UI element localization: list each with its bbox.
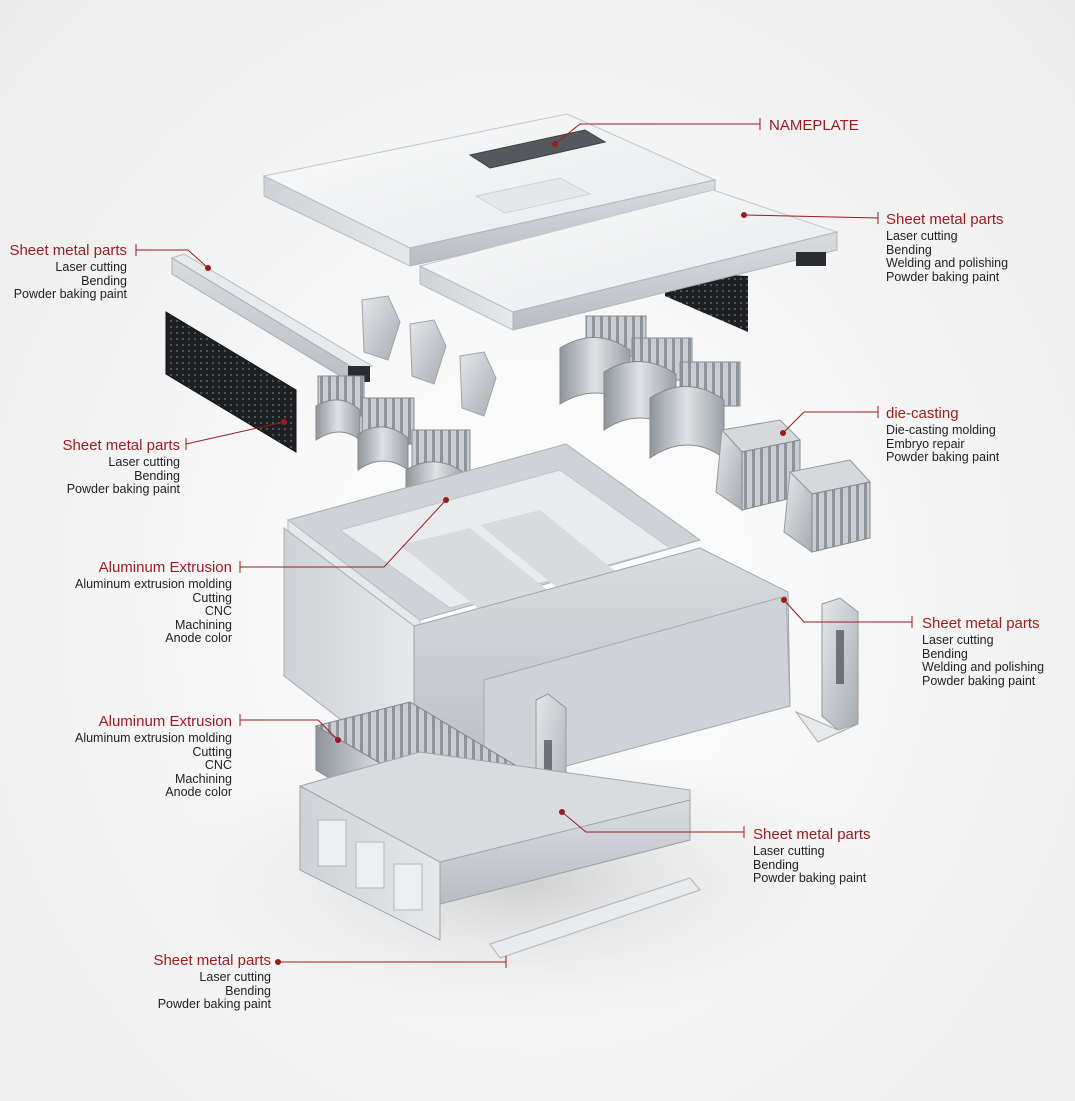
process-step: Bending bbox=[922, 646, 968, 661]
process-step: Bending bbox=[753, 857, 799, 872]
main-chassis bbox=[283, 443, 791, 789]
callout-title: Sheet metal parts bbox=[9, 242, 127, 259]
process-step: Laser cutting bbox=[753, 844, 825, 858]
process-step: Bending bbox=[886, 242, 932, 257]
leader-dots bbox=[205, 141, 787, 965]
process-step: Powder baking paint bbox=[13, 287, 127, 301]
callout-title: Sheet metal parts bbox=[153, 952, 271, 969]
callout-title: Sheet metal parts bbox=[886, 211, 1004, 228]
die-cast-blocks bbox=[715, 419, 871, 553]
process-step: Laser cutting bbox=[199, 970, 271, 984]
process-step: Powder baking paint bbox=[66, 482, 180, 496]
process-step: Bending bbox=[134, 468, 180, 483]
callout-title: Sheet metal parts bbox=[753, 826, 871, 843]
process-step: Anode color bbox=[165, 785, 232, 799]
process-step: Bending bbox=[81, 273, 127, 288]
process-step: Cutting bbox=[192, 744, 232, 759]
leader-lines bbox=[135, 118, 913, 968]
process-step: Powder baking paint bbox=[753, 871, 867, 885]
fan-blades bbox=[361, 295, 497, 417]
callout-nameplate: NAMEPLATE bbox=[769, 116, 859, 136]
callout-title: Aluminum Extrusion bbox=[98, 713, 232, 730]
process-step: Die-casting molding bbox=[886, 423, 996, 437]
process-step: CNC bbox=[204, 604, 232, 618]
process-step: Laser cutting bbox=[886, 229, 958, 243]
process-step: Laser cutting bbox=[922, 633, 994, 647]
nameplate bbox=[468, 129, 607, 169]
process-step: Aluminum extrusion molding bbox=[74, 731, 232, 745]
callout-aluminum-extrusion-lower: Aluminum Extrusion Aluminum extrusion mo… bbox=[75, 712, 232, 800]
process-step: Welding and polishing bbox=[886, 256, 1009, 270]
bottom-strip bbox=[489, 877, 701, 959]
top-cover bbox=[262, 113, 717, 267]
process-step: Powder baking paint bbox=[157, 997, 271, 1011]
bottom-tray bbox=[299, 751, 691, 941]
process-step: Powder baking paint bbox=[886, 269, 1000, 284]
process-step: Bending bbox=[225, 983, 271, 998]
process-step: Machining bbox=[175, 771, 232, 786]
process-step: Powder baking paint bbox=[886, 450, 1000, 464]
callout-title: Sheet metal parts bbox=[922, 615, 1040, 632]
process-step: Embryo repair bbox=[886, 436, 965, 451]
callout-title: Sheet metal parts bbox=[62, 437, 180, 454]
process-step: Cutting bbox=[192, 590, 232, 605]
callout-aluminum-extrusion-upper: Aluminum Extrusion Aluminum extrusion mo… bbox=[75, 558, 232, 646]
right-top-panel bbox=[418, 189, 839, 332]
right-heatsinks bbox=[559, 315, 741, 459]
process-step: Aluminum extrusion molding bbox=[74, 577, 232, 591]
process-step: Powder baking paint bbox=[922, 673, 1036, 688]
process-step: Anode color bbox=[165, 631, 232, 645]
process-step: Welding and polishing bbox=[922, 660, 1045, 674]
process-step: CNC bbox=[204, 758, 232, 772]
callout-title: die-casting bbox=[886, 405, 959, 422]
process-step: Laser cutting bbox=[55, 260, 127, 274]
process-step: Laser cutting bbox=[108, 455, 180, 469]
callout-title: Aluminum Extrusion bbox=[98, 559, 232, 576]
right-bracket bbox=[794, 597, 859, 743]
process-step: Machining bbox=[175, 617, 232, 632]
left-perforated-panel bbox=[165, 311, 297, 453]
callout-title: NAMEPLATE bbox=[769, 117, 859, 134]
